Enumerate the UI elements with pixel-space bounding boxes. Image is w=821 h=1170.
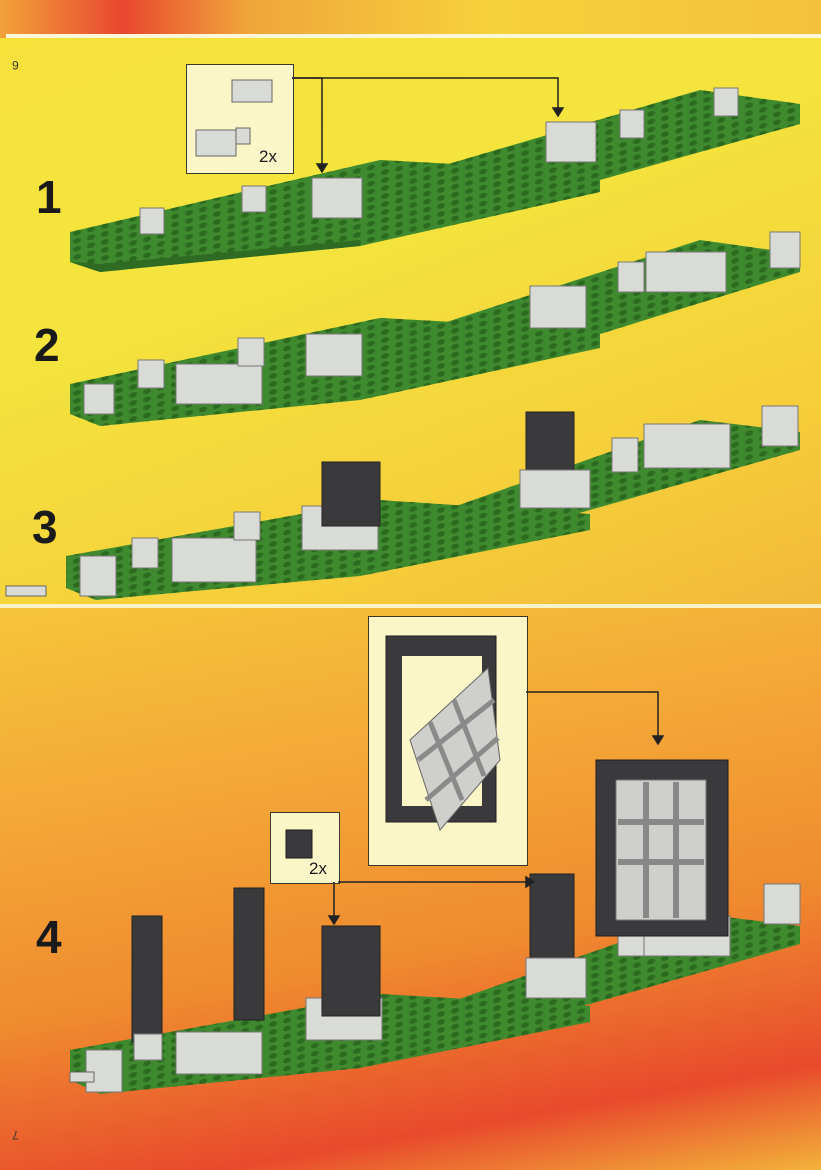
door-callout-illustration — [385, 635, 501, 831]
step1-callout-parts — [195, 79, 273, 157]
step4-bricks — [85, 873, 801, 1093]
step3-hinge-pin — [5, 585, 47, 597]
step1-arrows — [292, 77, 565, 174]
page-fold — [0, 604, 821, 608]
step-number-1: 1 — [36, 171, 62, 223]
page-edge — [6, 34, 821, 38]
step3-bricks — [79, 405, 799, 597]
step-number-3: 3 — [32, 501, 58, 553]
step4-hinge-pin — [69, 1071, 95, 1083]
step4-callout-part — [285, 829, 313, 859]
step4-door-frame — [595, 759, 729, 937]
previous-page-strip — [0, 0, 821, 38]
step1-quantity: 2x — [259, 147, 277, 166]
step-number-2: 2 — [34, 319, 60, 371]
step1-bricks — [139, 87, 739, 235]
step2-bricks — [83, 231, 801, 415]
step4-quantity: 2x — [309, 859, 327, 878]
step4-arrows — [327, 691, 665, 926]
step-number-4: 4 — [36, 911, 62, 963]
